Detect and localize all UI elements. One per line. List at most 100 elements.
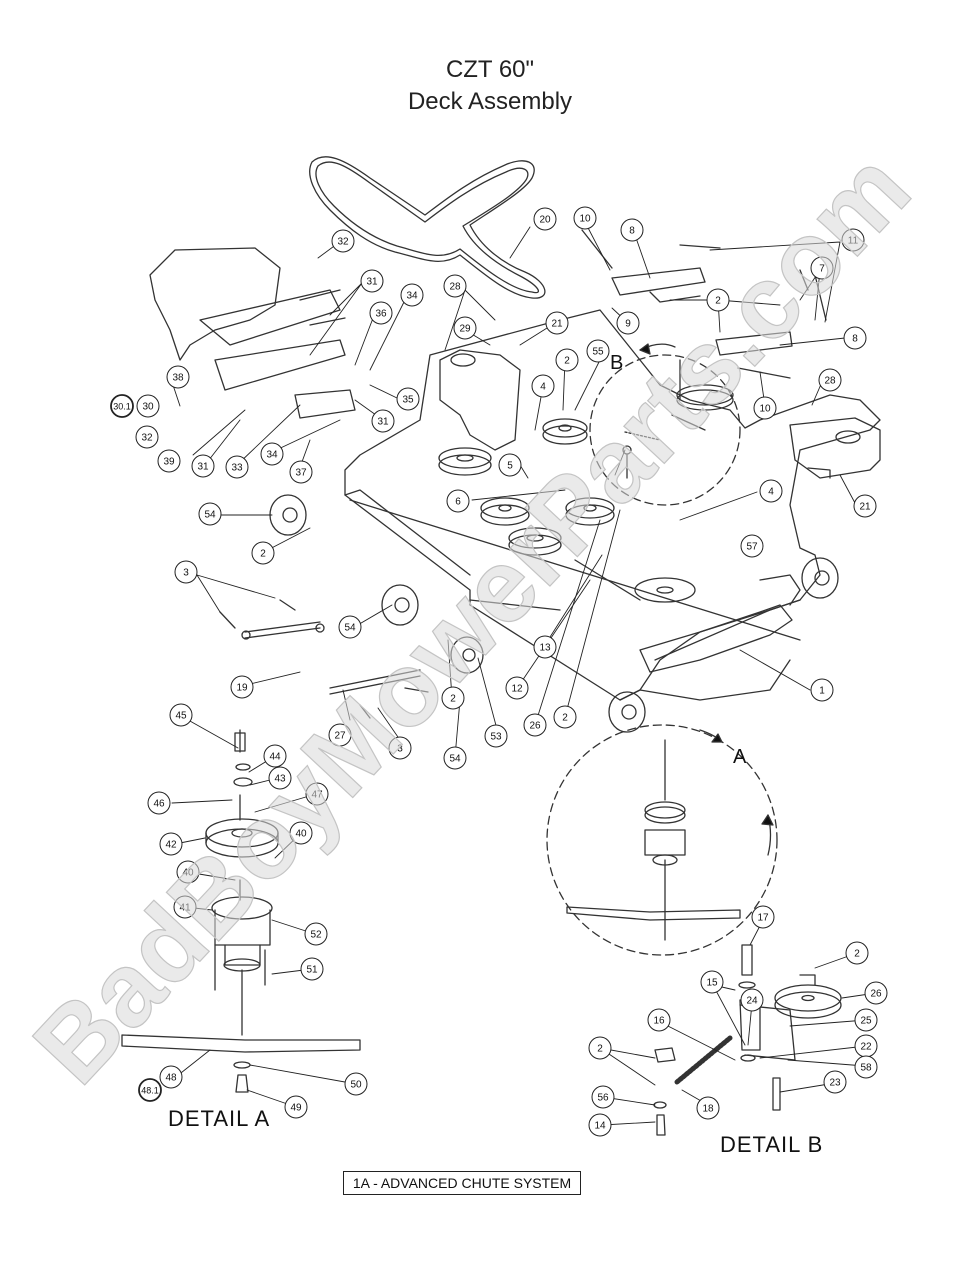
svg-text:13: 13 <box>539 643 551 654</box>
lift-linkage <box>219 499 801 719</box>
svg-text:54: 54 <box>344 623 356 634</box>
svg-text:57: 57 <box>746 542 758 553</box>
svg-text:37: 37 <box>295 468 307 479</box>
callout-40: 40 <box>289 821 313 845</box>
svg-text:8: 8 <box>629 226 635 237</box>
svg-text:9: 9 <box>625 319 631 330</box>
callout-29: 29 <box>453 316 477 340</box>
callout-3: 3 <box>174 560 198 584</box>
svg-text:21: 21 <box>551 319 563 330</box>
callout-4: 4 <box>531 374 555 398</box>
callout-32: 32 <box>331 229 355 253</box>
svg-text:56: 56 <box>597 1093 609 1104</box>
svg-text:31: 31 <box>366 277 378 288</box>
footer-note: 1A - ADVANCED CHUTE SYSTEM <box>343 1171 581 1195</box>
callout-2: 2 <box>555 348 579 372</box>
svg-text:3: 3 <box>183 568 189 579</box>
svg-text:30: 30 <box>142 402 154 413</box>
callout-13: 13 <box>533 635 557 659</box>
svg-text:22: 22 <box>860 1042 872 1053</box>
callout-22: 22 <box>854 1034 878 1058</box>
callout-2: 2 <box>553 705 577 729</box>
callout-8: 8 <box>843 326 867 350</box>
detail-a-inset <box>566 739 741 941</box>
svg-text:30.1: 30.1 <box>113 402 131 412</box>
callout-5: 5 <box>498 453 522 477</box>
callout-15: 15 <box>700 970 724 994</box>
callout-58: 58 <box>854 1055 878 1079</box>
callout-27: 27 <box>328 723 352 747</box>
hitch-arms <box>581 229 827 379</box>
svg-text:28: 28 <box>449 282 461 293</box>
svg-text:21: 21 <box>859 502 871 513</box>
callout-24: 24 <box>740 988 764 1012</box>
svg-text:16: 16 <box>653 1016 665 1027</box>
callout-14: 14 <box>588 1113 612 1137</box>
front-trim-bar <box>639 574 801 673</box>
svg-text:51: 51 <box>306 965 318 976</box>
callout-34: 34 <box>400 283 424 307</box>
callout-3: 3 <box>388 736 412 760</box>
svg-text:11: 11 <box>848 236 859 247</box>
callout-54: 54 <box>443 746 467 770</box>
svg-text:58: 58 <box>860 1063 872 1074</box>
svg-text:2: 2 <box>564 356 570 367</box>
callout-20: 20 <box>533 207 557 231</box>
svg-text:20: 20 <box>539 215 551 226</box>
callout-35: 35 <box>396 387 420 411</box>
svg-text:52: 52 <box>310 930 322 941</box>
svg-text:32: 32 <box>337 237 349 248</box>
svg-text:7: 7 <box>819 264 825 275</box>
callout-36: 36 <box>369 301 393 325</box>
svg-text:48.1: 48.1 <box>141 1086 159 1096</box>
callout-8: 8 <box>620 218 644 242</box>
callout-50: 50 <box>344 1072 368 1096</box>
svg-text:2: 2 <box>450 694 456 705</box>
svg-text:2: 2 <box>715 296 721 307</box>
leader-lines <box>169 221 877 1126</box>
callout-10: 10 <box>753 396 777 420</box>
detail-b-label: DETAIL B <box>720 1132 824 1157</box>
callout-40: 40 <box>176 860 200 884</box>
callout-47: 47 <box>305 782 329 806</box>
svg-text:40: 40 <box>182 868 194 879</box>
callout-41: 41 <box>173 895 197 919</box>
callout-2: 2 <box>588 1036 612 1060</box>
svg-text:31: 31 <box>377 417 389 428</box>
svg-text:32: 32 <box>141 433 153 444</box>
svg-text:44: 44 <box>269 752 281 763</box>
callout-55: 55 <box>586 339 610 363</box>
callout-31: 31 <box>191 454 215 478</box>
svg-text:23: 23 <box>829 1078 841 1089</box>
callout-18: 18 <box>696 1096 720 1120</box>
callout-10: 10 <box>573 206 597 230</box>
diagram-title: CZT 60" <box>445 56 535 83</box>
detail-a-marker: A <box>733 746 747 768</box>
detail-b-inset <box>622 359 734 479</box>
svg-text:15: 15 <box>706 978 718 989</box>
callout-23: 23 <box>823 1070 847 1094</box>
svg-text:1: 1 <box>819 686 825 697</box>
idler-detail-b <box>653 944 842 1136</box>
svg-text:45: 45 <box>175 711 187 722</box>
svg-text:54: 54 <box>449 754 461 765</box>
callout-45: 45 <box>169 703 193 727</box>
svg-text:40: 40 <box>295 829 307 840</box>
detail-b-marker: B <box>610 352 624 374</box>
svg-text:8: 8 <box>852 334 858 345</box>
callout-6: 6 <box>446 489 470 513</box>
svg-text:53: 53 <box>490 732 502 743</box>
svg-text:55: 55 <box>592 347 604 358</box>
svg-text:43: 43 <box>274 774 286 785</box>
callout-48-1: 48.1 <box>138 1078 162 1102</box>
svg-text:38: 38 <box>172 373 184 384</box>
callout-1: 1 <box>810 678 834 702</box>
callout-28: 28 <box>443 274 467 298</box>
svg-text:12: 12 <box>511 684 523 695</box>
svg-text:2: 2 <box>260 549 266 560</box>
spindle-detail-a <box>121 729 361 1093</box>
svg-text:41: 41 <box>179 903 191 914</box>
svg-text:17: 17 <box>757 913 769 924</box>
callout-4: 4 <box>759 479 783 503</box>
callout-30-1: 30.1 <box>110 394 134 418</box>
